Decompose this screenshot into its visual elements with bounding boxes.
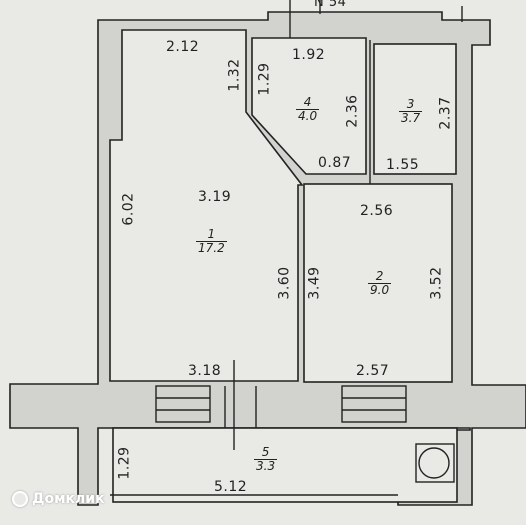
dim-2-37: 2.37 [437,96,454,130]
dim-3-49: 3.49 [306,266,323,300]
room-area: 9.0 [370,283,390,297]
dim-2-12: 2.12 [166,39,200,55]
balcony-door-right [341,385,407,423]
room-4-outline [251,37,367,175]
dim-0-87: 0.87 [318,155,352,171]
room-4-label: 4 4.0 [296,96,320,123]
watermark-text: Домклик [32,491,105,507]
dim-2-57: 2.57 [356,363,390,379]
column-box [415,443,455,483]
room-area: 17.2 [198,241,225,255]
room-3-label: 3 3.7 [399,98,423,125]
dim-2-36: 2.36 [344,94,361,128]
room-number: 4 [296,96,320,110]
room-number: 5 [254,446,278,460]
dim-1-29-top: 1.29 [256,62,273,96]
room-area: 3.3 [256,459,276,473]
room-5-outline [112,427,458,503]
column-circle [418,447,450,479]
dim-1-32: 1.32 [226,58,243,92]
plan-header-label: N 54 [314,0,347,10]
dim-5-12: 5.12 [214,479,248,495]
dim-6-02: 6.02 [120,192,137,226]
room-number: 3 [399,98,423,112]
room-1-label: 1 17.2 [196,228,227,255]
dim-2-56: 2.56 [360,203,394,219]
room-5-label: 5 3.3 [254,446,278,473]
room-3-outline [373,43,457,175]
room-area: 4.0 [298,109,318,123]
watermark: Домклик [12,491,105,507]
room-number: 1 [196,228,227,242]
room-2-label: 2 9.0 [368,270,392,297]
dim-1-29-bottom: 1.29 [116,446,133,480]
room-1-outline [109,29,304,382]
dim-1-55: 1.55 [386,157,420,173]
dim-3-19: 3.19 [198,189,232,205]
domclick-logo-icon [12,491,28,507]
dim-1-92: 1.92 [292,47,326,63]
dim-3-18: 3.18 [188,363,222,379]
room-area: 3.7 [401,111,421,125]
dim-3-52: 3.52 [428,266,445,300]
balcony-door-left [155,385,211,423]
room-number: 2 [368,270,392,284]
dim-3-60: 3.60 [276,266,293,300]
